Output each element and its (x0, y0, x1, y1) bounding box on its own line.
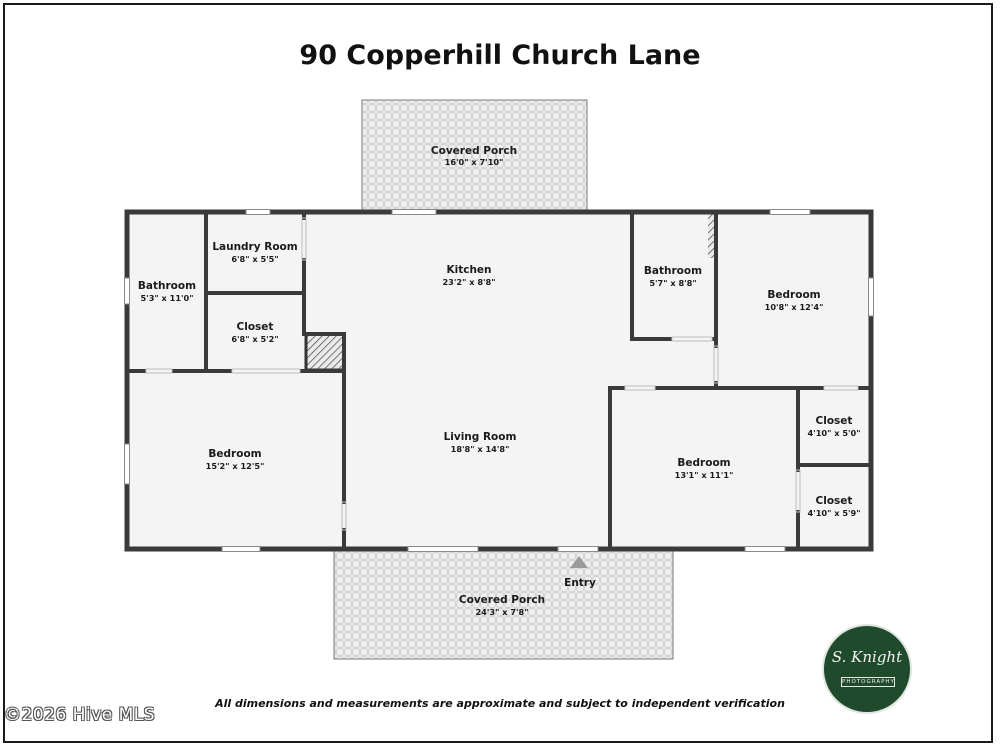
room-label: Bedroom (208, 448, 261, 460)
room-dimension: 6'8" x 5'2" (231, 334, 278, 344)
room-dimension: 5'7" x 8'8" (649, 278, 696, 288)
room-label: Closet (816, 415, 853, 427)
room-label: Bedroom (767, 289, 820, 301)
room-dimension: 10'8" x 12'4" (765, 302, 824, 312)
room-label: Living Room (444, 431, 517, 443)
room-label: Kitchen (446, 264, 491, 276)
page-frame (3, 3, 993, 743)
logo-subtitle: PHOTOGRAPHY (841, 677, 895, 687)
covered-porch-top (361, 99, 588, 213)
page-title: 90 Copperhill Church Lane (299, 40, 701, 71)
room-dimension: 5'3" x 11'0" (140, 293, 193, 303)
room-dimension: 13'1" x 11'1" (675, 470, 734, 480)
entry-label: Entry (564, 577, 596, 589)
wall-hatch (708, 214, 716, 258)
room-label: Bedroom (677, 457, 730, 469)
door-openings (146, 336, 858, 391)
room-dimension: 6'8" x 5'5" (231, 254, 278, 264)
copyright-watermark: ©2026 Hive MLS (4, 705, 156, 725)
room-label: Closet (237, 321, 274, 333)
room-dimension: 23'2" x 8'8" (442, 277, 495, 287)
room-label: Covered Porch (459, 594, 545, 606)
room-dimension: 4'10" x 5'9" (807, 508, 860, 518)
room-label: Bathroom (644, 265, 702, 277)
room-label: Bathroom (138, 280, 196, 292)
room-dimension: 18'8" x 14'8" (451, 444, 510, 454)
room-label: Covered Porch (431, 145, 517, 157)
room-dimension: 4'10" x 5'0" (807, 428, 860, 438)
entry-arrow-icon (570, 556, 588, 568)
disclaimer-text: All dimensions and measurements are appr… (215, 697, 785, 710)
entry-door (557, 546, 599, 552)
house-floor (127, 212, 871, 549)
room-label: Laundry Room (212, 241, 297, 253)
windows (124, 209, 874, 552)
chimney-hatch (304, 332, 346, 372)
exterior-walls (124, 209, 874, 552)
photographer-logo: S. Knight PHOTOGRAPHY (822, 624, 912, 714)
room-labels: Covered Porch 16'0" x 7'10" Laundry Room… (138, 145, 861, 617)
room-label: Closet (816, 495, 853, 507)
room-dimension: 16'0" x 7'10" (445, 157, 504, 167)
logo-name: S. Knight (831, 648, 903, 666)
room-dimension: 24'3" x 7'8" (475, 607, 528, 617)
room-dimension: 15'2" x 12'5" (206, 461, 265, 471)
